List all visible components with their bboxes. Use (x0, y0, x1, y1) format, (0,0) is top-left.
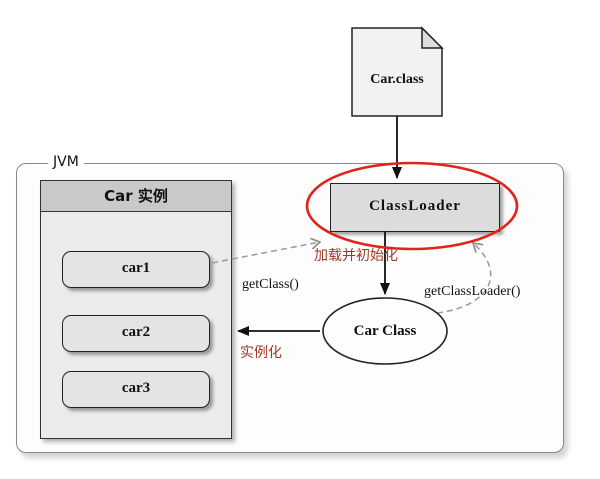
annotation-getclassloader: getClassLoader() (424, 284, 521, 299)
car-instances-header: Car 实例 (41, 181, 231, 212)
instance-node-car1: car1 (62, 251, 210, 288)
classloader-box: ClassLoader (330, 183, 500, 232)
annotation-load-init: 加载并初始化 (314, 248, 398, 264)
instance-node-car2: car2 (62, 315, 210, 352)
annotation-getclass: getClass() (242, 277, 299, 292)
annotation-instantiate: 实例化 (240, 345, 282, 361)
jvm-label: JVM (48, 154, 84, 170)
class-file-label: Car.class (370, 72, 424, 87)
car-class-label: Car Class (353, 323, 417, 339)
instance-node-car3: car3 (62, 371, 210, 408)
